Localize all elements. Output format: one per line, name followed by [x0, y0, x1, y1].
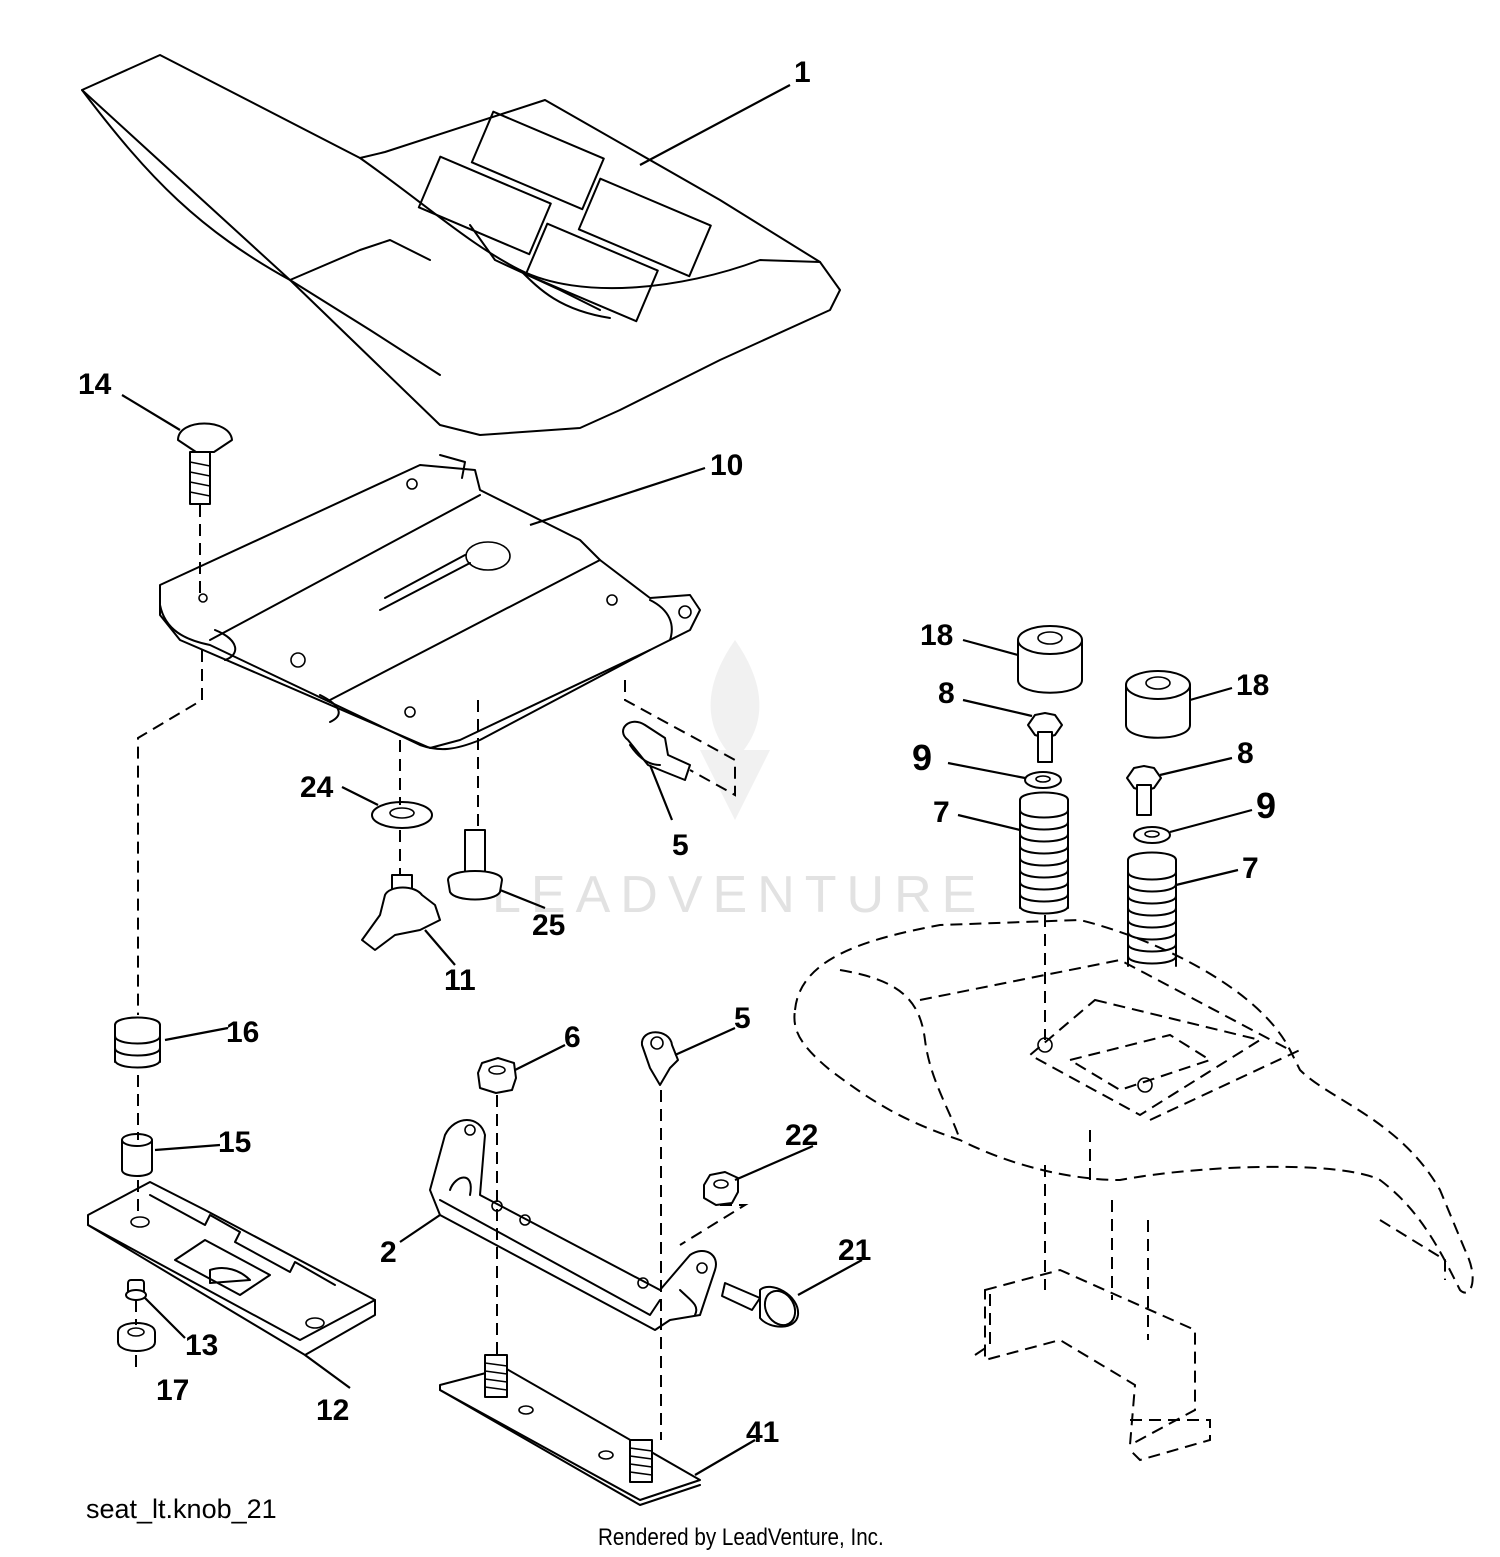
- mounting-plate[interactable]: [87, 1181, 376, 1356]
- callout-24: 24: [300, 771, 334, 804]
- hex-nut[interactable]: [477, 1057, 517, 1094]
- fender-phantom: [793, 918, 1474, 1462]
- callout-14: 14: [78, 368, 112, 401]
- washer-right[interactable]: [1133, 826, 1171, 844]
- seat-switch-clip-upper[interactable]: [622, 720, 691, 781]
- callout-21: 21: [838, 1234, 871, 1267]
- callout-12: 12: [316, 1394, 349, 1427]
- leader-lines: [121, 84, 1253, 1476]
- callout-22: 22: [785, 1119, 818, 1152]
- callout-7-right: 7: [1242, 852, 1259, 885]
- callout-8-right: 8: [1237, 737, 1254, 770]
- seat[interactable]: [81, 54, 841, 436]
- callout-8-left: 8: [938, 677, 955, 710]
- spacer-right[interactable]: [1125, 670, 1191, 739]
- flat-washer[interactable]: [371, 801, 433, 829]
- callout-10: 10: [710, 449, 743, 482]
- seat-pan[interactable]: [159, 454, 701, 751]
- washer-left[interactable]: [1024, 771, 1062, 789]
- callout-41: 41: [746, 1416, 779, 1449]
- callout-18-right: 18: [1236, 669, 1269, 702]
- screw[interactable]: [125, 1279, 147, 1301]
- callout-11: 11: [444, 964, 476, 997]
- callout-5-upper: 5: [672, 829, 689, 862]
- callout-7-left: 7: [933, 796, 950, 829]
- callout-17: 17: [156, 1374, 189, 1407]
- spacer-left[interactable]: [1017, 625, 1083, 694]
- shoulder-bolt[interactable]: [447, 829, 503, 901]
- compression-spring[interactable]: [114, 1016, 161, 1069]
- bolt-right[interactable]: [1126, 765, 1162, 816]
- callout-5-lower: 5: [734, 1002, 751, 1035]
- flange-bolt[interactable]: [721, 1282, 801, 1331]
- carriage-bolt[interactable]: [177, 422, 233, 505]
- callout-2: 2: [380, 1236, 397, 1269]
- callout-1: 1: [794, 56, 811, 89]
- watermark-logo: [700, 640, 770, 820]
- callout-6: 6: [564, 1021, 581, 1054]
- seat-bracket[interactable]: [429, 1119, 717, 1331]
- bushing[interactable]: [121, 1133, 153, 1177]
- callout-25: 25: [532, 909, 565, 942]
- watermark-text: LEADVENTURE: [492, 866, 986, 924]
- callout-13: 13: [185, 1329, 218, 1362]
- callout-9-left: 9: [912, 737, 932, 778]
- callout-9-right: 9: [1256, 785, 1276, 826]
- callout-labels: 1 14 10 18 18 8 8 9 9 7 7 24 5 25 11 16 …: [78, 56, 1276, 1449]
- seat-switch-clip-lower[interactable]: [640, 1031, 679, 1086]
- callout-16: 16: [226, 1016, 259, 1049]
- bolt-left[interactable]: [1027, 712, 1063, 763]
- callout-18-left: 18: [920, 619, 953, 652]
- spring-right[interactable]: [1127, 851, 1177, 967]
- render-credit: Rendered by LeadVenture, Inc.: [598, 1524, 884, 1551]
- lock-nut[interactable]: [703, 1171, 739, 1206]
- stud-plate[interactable]: [439, 1354, 701, 1506]
- adjustment-knob[interactable]: [361, 874, 441, 951]
- drawing-id: seat_lt.knob_21: [86, 1494, 277, 1524]
- callout-15: 15: [218, 1126, 251, 1159]
- alignment-lines: [135, 505, 1149, 1440]
- spring-left[interactable]: [1019, 791, 1069, 915]
- flange-nut[interactable]: [117, 1322, 156, 1352]
